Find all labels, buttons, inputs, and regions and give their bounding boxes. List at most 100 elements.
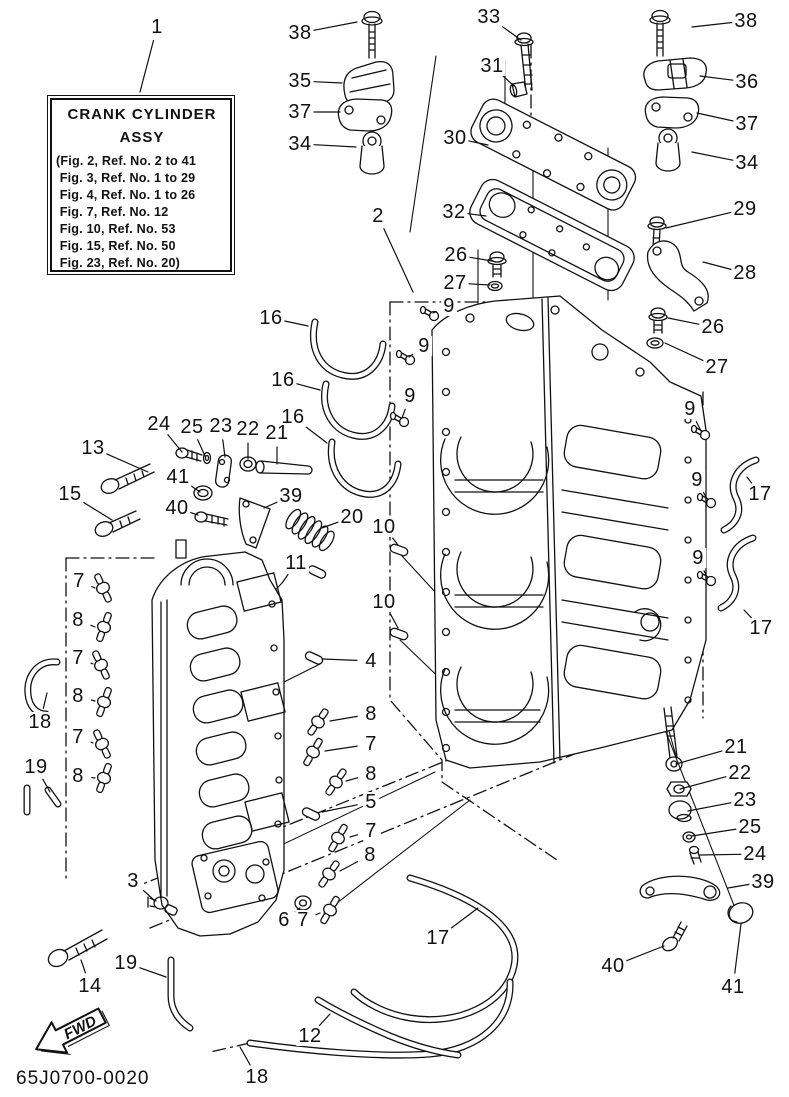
bolt-33: [514, 32, 534, 93]
leader-line-2: [383, 228, 414, 293]
callout-39: 39: [277, 485, 305, 507]
leader-line-9: [702, 491, 708, 500]
bolt-26-right: [648, 307, 668, 334]
exhaust-cover-30: [470, 98, 637, 211]
cylinder-block: [431, 295, 707, 769]
leader-line-7: [90, 662, 94, 665]
bolt-38-right: [649, 9, 671, 57]
nut-6: [294, 895, 312, 911]
callout-7: 7: [71, 570, 87, 592]
callout-40: 40: [599, 955, 627, 977]
hose-16-2-bore: [322, 381, 395, 439]
dowel-pin: [301, 807, 321, 821]
drawing-code: 65J0700-0020: [16, 1068, 150, 1089]
callout-7: 7: [363, 820, 379, 842]
title-line-2: ASSY: [119, 129, 165, 146]
callout-8: 8: [70, 685, 86, 707]
reference-line: (Fig. 2, Ref. No. 2 to 41: [56, 154, 197, 168]
leader-line-23: [687, 802, 732, 812]
callout-17: 17: [424, 927, 452, 949]
leader-line-11: [281, 573, 289, 584]
bolt-40-right: [661, 921, 688, 952]
callout-41: 41: [164, 466, 192, 488]
callout-9: 9: [689, 469, 705, 491]
callout-38: 38: [286, 22, 314, 44]
leader-line-21: [675, 750, 724, 765]
leader-line-19: [42, 778, 51, 793]
leader-line-10: [390, 613, 399, 629]
leader-line-27: [468, 283, 491, 286]
callout-21: 21: [722, 736, 750, 758]
callout-23: 23: [731, 789, 759, 811]
leader-line-16: [284, 320, 309, 327]
hoses: [23, 318, 760, 1059]
reference-line: Fig. 4, Ref. No. 1 to 26: [56, 188, 196, 202]
barb-fitting: [303, 737, 323, 767]
leader-line-22: [679, 775, 728, 790]
callout-17: 17: [747, 617, 775, 639]
callout-10: 10: [370, 591, 398, 613]
callout-15: 15: [56, 483, 84, 505]
hose-18-bottom-bore: [247, 979, 513, 1058]
anode-34-right: [655, 128, 681, 172]
damper-23-right: [668, 800, 692, 823]
hose-19-bottom-bore: [168, 957, 193, 1031]
callout-8: 8: [70, 609, 86, 631]
leader-line-17: [746, 476, 753, 484]
leader-line-8: [345, 777, 359, 782]
barb-fitting: [96, 611, 112, 643]
hose-12-bore: [315, 997, 461, 1058]
callout-39: 39: [749, 871, 777, 893]
leader-line-40: [189, 511, 199, 516]
leader-line-5: [321, 804, 358, 813]
callout-10: 10: [370, 516, 398, 538]
barb-fitting: [325, 768, 347, 796]
leader-line-8: [329, 715, 358, 722]
fwd-arrow: FWD: [35, 1007, 110, 1055]
leader-line-7: [315, 912, 321, 916]
callout-7: 7: [70, 726, 86, 748]
leader-line-7: [349, 834, 359, 838]
leader-line-38: [691, 21, 733, 28]
callout-7: 7: [363, 733, 379, 755]
callout-26: 26: [699, 316, 727, 338]
barb-fitting: [307, 708, 329, 736]
leader-line-7: [90, 741, 94, 744]
stud-21-right: [663, 706, 683, 772]
clamp-28: [646, 240, 709, 312]
crankcase-half: [151, 539, 290, 937]
callout-30: 30: [441, 127, 469, 149]
barb-fittings: [92, 573, 348, 925]
callout-7: 7: [70, 647, 86, 669]
intake-tracts: [236, 572, 290, 832]
callout-40: 40: [163, 497, 191, 519]
leader-line-35: [313, 81, 343, 84]
bolt-24-right: [688, 845, 702, 865]
clip-9: [419, 305, 440, 322]
callout-37: 37: [286, 101, 314, 123]
leader-line-23: [222, 439, 226, 458]
barb-fitting: [93, 729, 111, 759]
callout-24: 24: [145, 413, 173, 435]
leader-line-8: [90, 624, 96, 628]
callout-11: 11: [283, 552, 309, 574]
leader-line-10: [392, 537, 399, 546]
clip-9: [395, 349, 416, 366]
callout-8: 8: [362, 844, 378, 866]
callout-21: 21: [263, 422, 291, 444]
leader-line-17: [743, 609, 753, 619]
leader-line-4: [321, 658, 358, 662]
callout-24: 24: [741, 843, 769, 865]
clips-9: [389, 305, 717, 587]
leader-line-13: [105, 453, 149, 473]
dowel-pin: [389, 627, 409, 641]
clip-9: [696, 492, 717, 509]
gasket-37-right: [644, 96, 700, 129]
dowel-pin: [307, 565, 327, 579]
cap-41-right: [727, 902, 754, 924]
gasket-37-left: [337, 98, 393, 132]
barb-fitting: [96, 686, 112, 718]
cover-35: [343, 60, 395, 105]
leader-line-18: [239, 1046, 251, 1066]
leader-line-25: [691, 828, 737, 837]
